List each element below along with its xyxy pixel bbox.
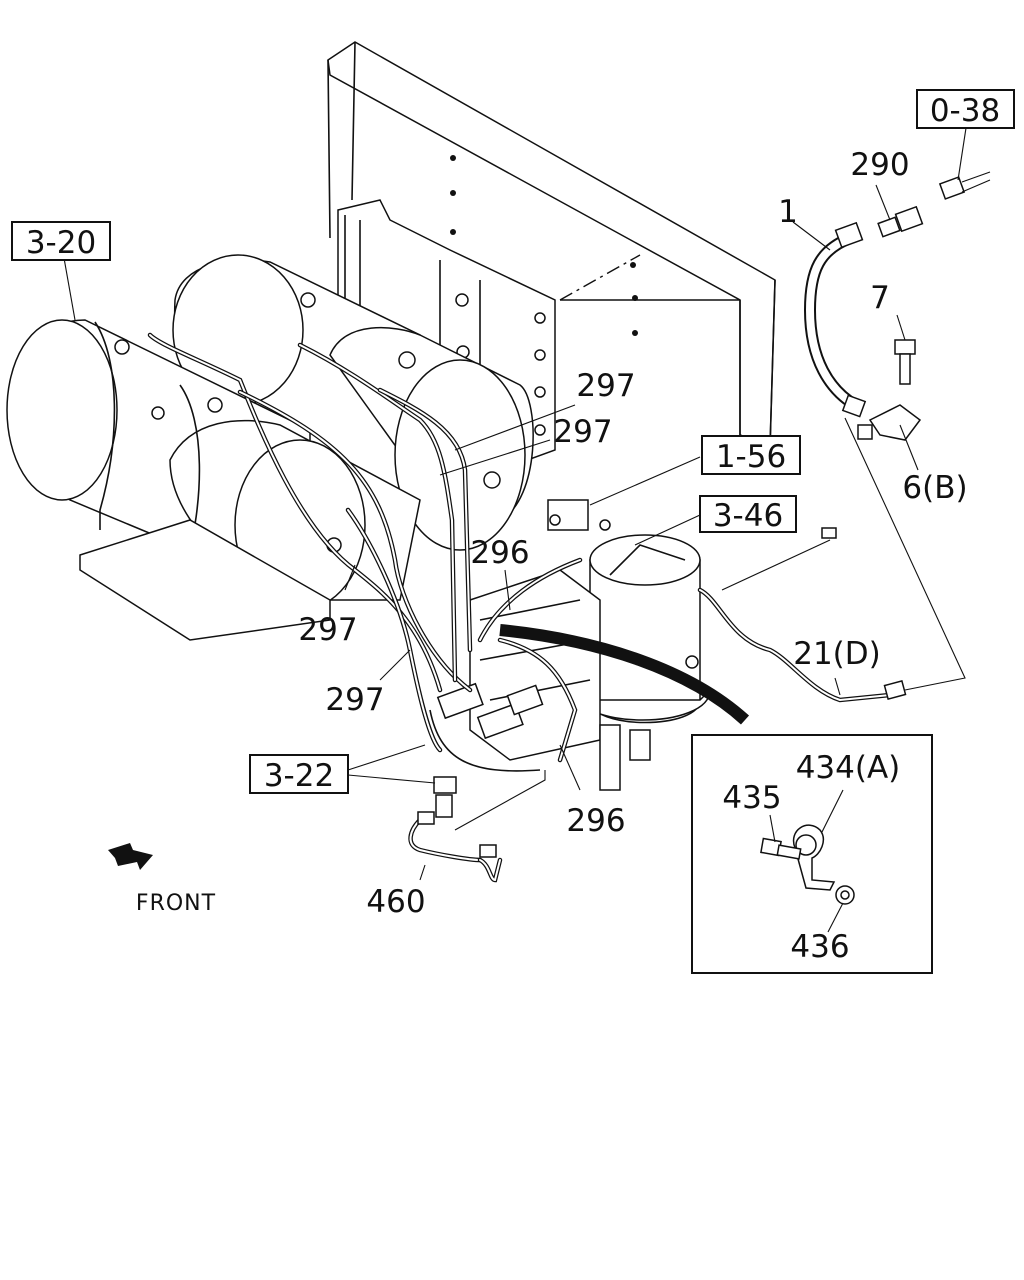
part-label-297-a: 297: [576, 368, 635, 404]
part-label-290: 290: [850, 147, 909, 183]
part-label-6b: 6(B): [902, 470, 967, 506]
ref-label-1-56: 1-56: [716, 439, 786, 475]
ref-label-3-20: 3-20: [26, 225, 96, 261]
part-label-297-b: 297: [553, 414, 612, 450]
part-label-1: 1: [778, 194, 798, 230]
part-label-296-a: 296: [470, 535, 529, 571]
front-label: FRONT: [136, 891, 216, 916]
leader-lines: [63, 127, 967, 933]
ref-label-0-38: 0-38: [930, 93, 1000, 129]
part-label-21d: 21(D): [793, 636, 881, 672]
pipe-21d: [697, 417, 966, 703]
part-label-297-d: 297: [325, 682, 384, 718]
air-tanks: [6, 254, 534, 641]
ref-box-3-46: 3-46: [699, 495, 797, 534]
part-label-7: 7: [870, 280, 890, 316]
part-label-435: 435: [722, 780, 781, 816]
part-label-434a: 434(A): [796, 750, 901, 786]
ref-box-3-20: 3-20: [11, 221, 111, 261]
pipe-460: [408, 770, 546, 883]
front-arrow-icon: [108, 843, 153, 870]
ref-label-3-22: 3-22: [264, 758, 334, 794]
ref-box-3-22: 3-22: [249, 754, 349, 794]
ref-box-0-38: 0-38: [916, 89, 1015, 129]
detail-box: [691, 734, 933, 974]
ref-label-3-46: 3-46: [713, 498, 783, 534]
part-label-460: 460: [366, 884, 425, 920]
ref-box-1-56: 1-56: [701, 435, 801, 475]
pipes-297: [147, 332, 473, 753]
hose-assembly: [803, 171, 991, 441]
part-label-297-c: 297: [298, 612, 357, 648]
part-label-436: 436: [790, 929, 849, 965]
pipes-296: [477, 557, 750, 763]
part-label-296-b: 296: [566, 803, 625, 839]
air-dryer: [574, 534, 711, 761]
